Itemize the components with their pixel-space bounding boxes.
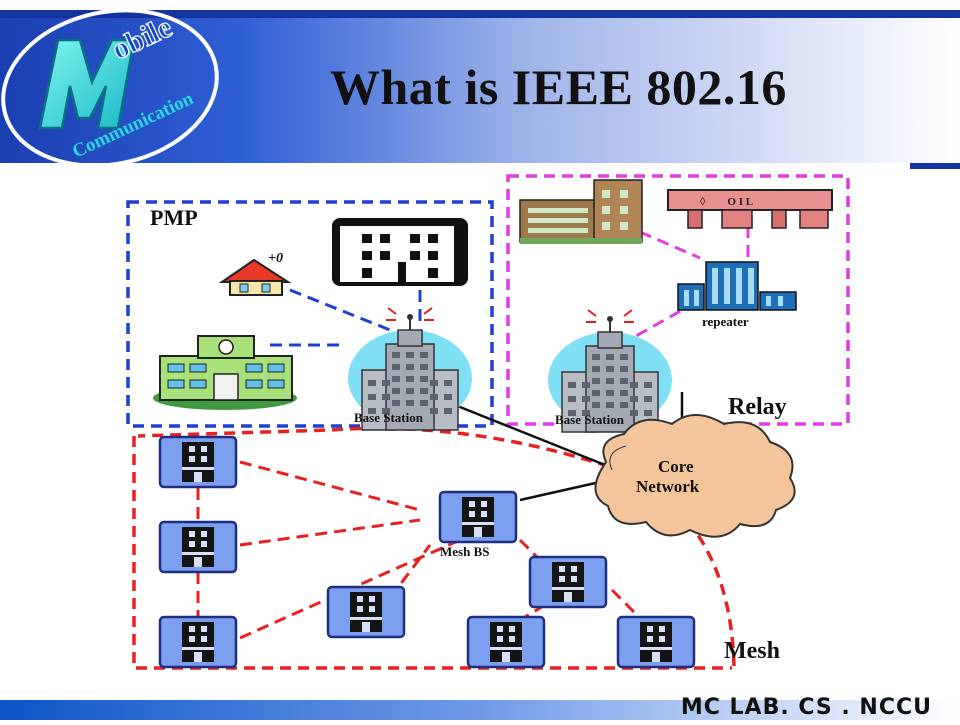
slide-title: What is IEEE 802.16 bbox=[330, 59, 787, 115]
core-network-cloud bbox=[594, 414, 796, 538]
mesh-node bbox=[158, 615, 238, 669]
mesh-node bbox=[326, 585, 406, 639]
school-building-icon bbox=[153, 335, 297, 410]
footer-text: MC LAB. CS . NCCU bbox=[680, 695, 932, 720]
apartment-icon bbox=[332, 218, 468, 286]
footer-band bbox=[0, 700, 960, 720]
header-band bbox=[0, 0, 960, 169]
core-network-line2: Network bbox=[636, 477, 700, 496]
mesh-node bbox=[528, 555, 608, 609]
house-sign: +0 bbox=[268, 251, 283, 266]
relay-base-station-label: Base Station bbox=[555, 412, 625, 427]
mesh-node bbox=[616, 615, 696, 669]
pmp-links bbox=[270, 288, 422, 347]
pmp-region-border bbox=[126, 200, 494, 428]
mesh-node bbox=[466, 615, 546, 669]
mesh-bs-label: Mesh BS bbox=[440, 544, 489, 559]
house-icon: +0 bbox=[218, 251, 292, 296]
mesh-bs-node bbox=[438, 490, 518, 544]
office-building-icon bbox=[519, 179, 643, 244]
relay-label: Relay bbox=[728, 394, 787, 420]
repeater-building-icon bbox=[677, 261, 797, 311]
core-network-line1: Core bbox=[658, 457, 694, 476]
mesh-label: Mesh bbox=[724, 638, 780, 664]
mesh-node bbox=[158, 520, 238, 574]
mesh-node bbox=[158, 435, 238, 489]
pmp-base-station-label: Base Station bbox=[354, 410, 424, 425]
gas-station-icon: ◊ O I L bbox=[667, 189, 833, 229]
repeater-label: repeater bbox=[702, 314, 749, 329]
svg-text:◊ O I L: ◊ O I L bbox=[700, 196, 753, 208]
pmp-label: PMP bbox=[150, 205, 198, 230]
logo-m-letter bbox=[38, 38, 136, 130]
